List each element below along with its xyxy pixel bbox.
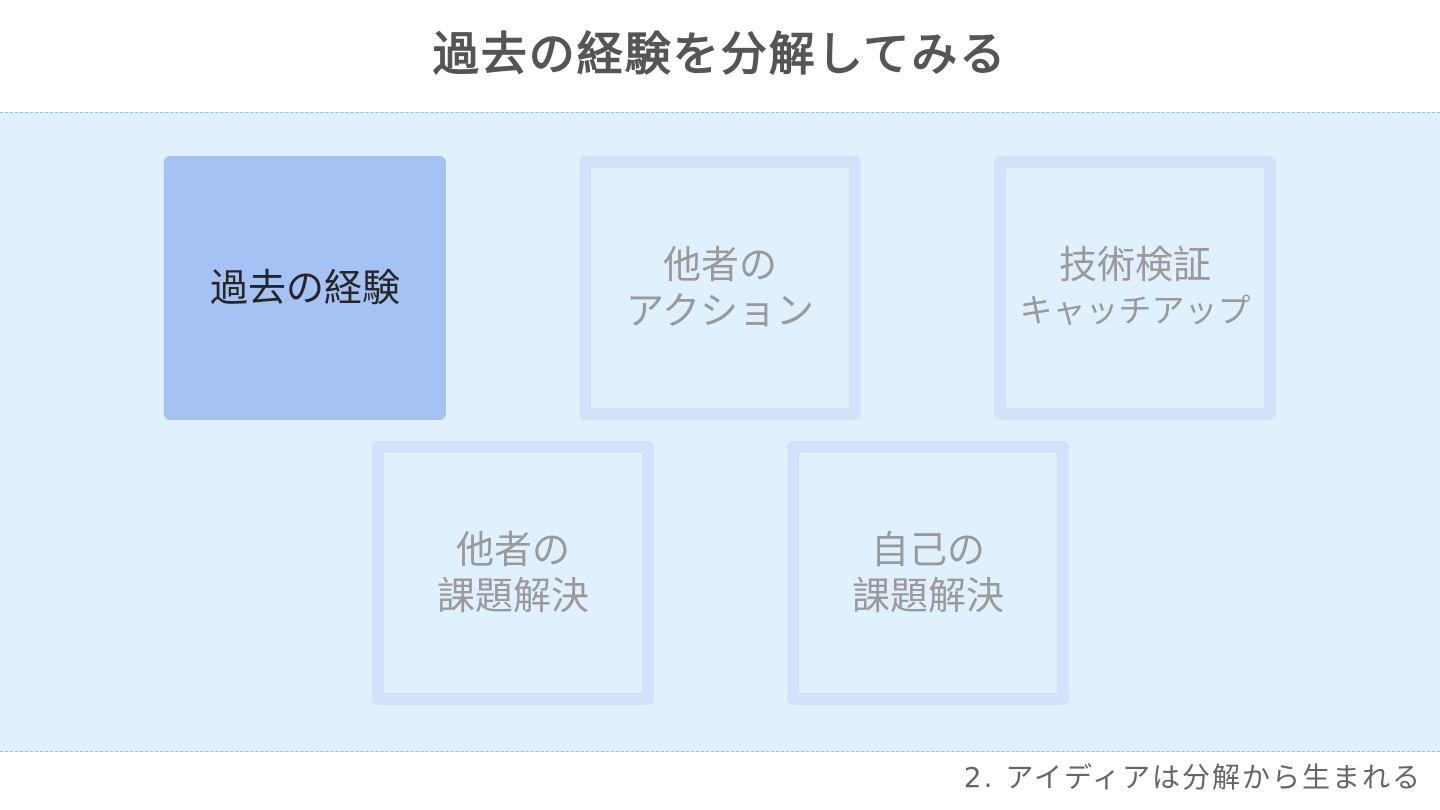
box-label-line: 過去の経験 — [209, 266, 400, 310]
box-label: 他者の アクション — [626, 242, 814, 334]
box-self-problem-solving[interactable]: 自己の 課題解決 — [787, 441, 1069, 705]
box-label: 自己の 課題解決 — [852, 527, 1004, 619]
slide-title: 過去の経験を分解してみる — [432, 27, 1008, 81]
box-past-experience[interactable]: 過去の経験 — [164, 156, 446, 420]
box-others-action[interactable]: 他者の アクション — [579, 156, 861, 420]
box-tech-catchup[interactable]: 技術検証 キャッチアップ — [994, 156, 1276, 420]
box-others-problem-solving[interactable]: 他者の 課題解決 — [372, 441, 654, 705]
box-label: 過去の経験 — [210, 265, 400, 311]
box-label-line: 技術検証 — [1058, 243, 1211, 287]
box-label-line: 他者の — [455, 528, 570, 572]
box-label-line: アクション — [625, 289, 815, 333]
box-label: 他者の 課題解決 — [437, 527, 589, 619]
box-label-line: 課題解決 — [436, 574, 589, 618]
box-label-line: 自己の — [870, 528, 985, 572]
slide-footer: 2. アイディアは分解から生まれる — [963, 761, 1422, 794]
box-label-line: キャッチアップ — [1019, 291, 1251, 330]
box-label-line: 他者の — [662, 243, 777, 287]
box-label: 技術検証 キャッチアップ — [1020, 242, 1251, 334]
box-label-line: 課題解決 — [851, 574, 1004, 618]
